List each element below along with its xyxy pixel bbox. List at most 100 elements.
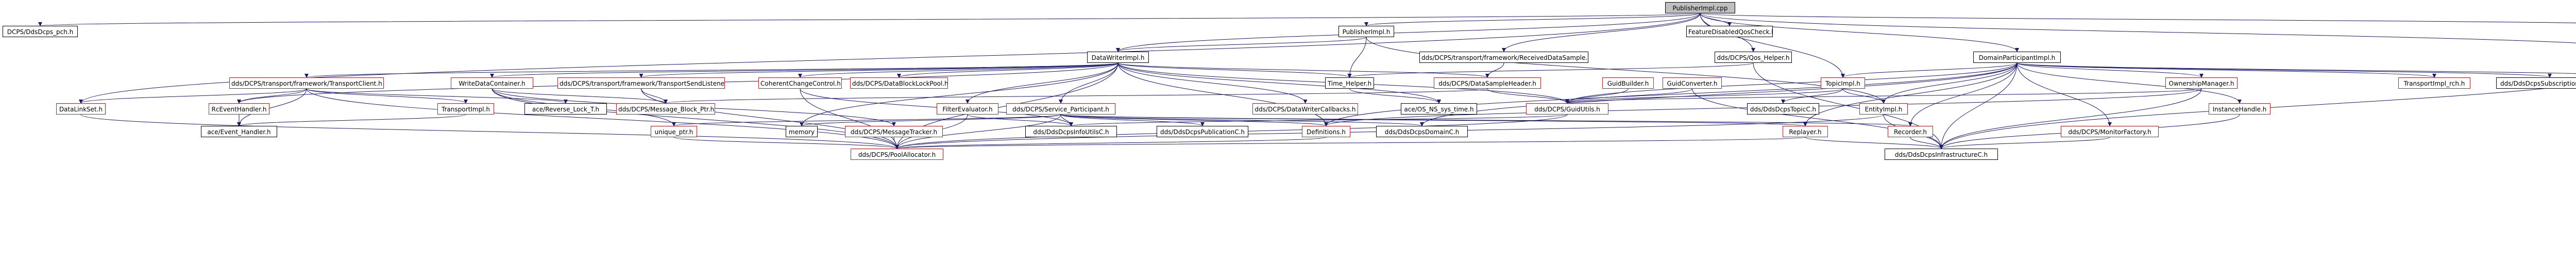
edge-datawriterimpl_h-to-os_ns_sys_time: [1117, 62, 1441, 104]
header-node-replayer[interactable]: Replayer.h: [1783, 126, 1828, 137]
edge-datasampleheader-to-guidutils: [1487, 88, 1569, 104]
edge-datawriterimpl_h-to-datablocklockpool: [897, 62, 1118, 78]
header-node-receiveddatasample[interactable]: dds/DCPS/transport/framework/ReceivedDat…: [1419, 52, 1588, 63]
header-node-reverse-lock[interactable]: ace/Reverse_Lock_T.h: [524, 103, 607, 115]
header-node-writedatacontainer[interactable]: WriteDataContainer.h: [451, 77, 533, 89]
edge-topicimpl-to-ddsdcpstopicc: [1781, 88, 1843, 104]
edge-domainparticipantimpl-to-ownershipmanager: [2016, 62, 2204, 78]
header-node-service-participant[interactable]: dds/DCPS/Service_Participant.h: [1006, 103, 1115, 115]
header-node-qos-helper[interactable]: dds/DCPS/Qos_Helper.h: [1715, 52, 1792, 63]
edge-datawriterimpl_h-to-datawritercallbacks: [1117, 62, 1308, 104]
edge-service_participant-to-memory: [800, 114, 1061, 126]
edge-datawriterimpl_h-to-writedatacontainer: [490, 62, 1118, 78]
edge-guidconverter-to-infrastructurec: [1692, 88, 1943, 149]
header-node-message-block-ptr[interactable]: dds/DCPS/Message_Block_Ptr.h: [616, 103, 715, 115]
edge-datawriterimpl_h-to-transportsendlistener: [639, 62, 1118, 78]
header-node-domainparticipantimpl[interactable]: DomainParticipantImpl.h: [1973, 52, 2061, 63]
edge-receiveddatasample-to-datasampleheader: [1485, 62, 1504, 78]
edge-qos_helper-to-time_helper: [1347, 62, 1754, 78]
header-node-datablocklockpool[interactable]: dds/DCPS/DataBlockLockPool.h: [850, 77, 948, 89]
edge-guidbuilder-to-guidutils: [1565, 88, 1629, 104]
header-node-monitorfactory[interactable]: dds/DCPS/MonitorFactory.h: [2061, 126, 2159, 137]
header-node-messagetracker[interactable]: dds/DCPS/MessageTracker.h: [845, 126, 943, 137]
header-node-publisherimpl-h[interactable]: PublisherImpl.h: [1338, 26, 1394, 37]
header-node-publisherimpl-cpp[interactable]: PublisherImpl.cpp: [1665, 2, 1735, 13]
edge-service_participant-to-publicationc: [1060, 114, 1205, 126]
header-node-transportimpl-rch[interactable]: TransportImpl_rch.h: [2398, 77, 2470, 89]
header-node-definitions[interactable]: Definitions.h: [1302, 126, 1350, 137]
edge-topicimpl-to-guidutils: [1565, 88, 1843, 104]
edge-domainparticipantimpl-to-replayer: [1803, 62, 2018, 126]
header-node-poolallocator[interactable]: dds/DCPS/PoolAllocator.h: [851, 149, 943, 160]
edge-replayer-to-poolallocator: [895, 137, 1806, 149]
header-node-unique-ptr[interactable]: unique_ptr.h: [651, 126, 697, 137]
edge-service_participant-to-definitions: [1060, 114, 1328, 126]
header-node-instancehandle[interactable]: InstanceHandle.h: [2209, 103, 2270, 115]
header-node-subscriptionext[interactable]: dds/DdsDcpsSubscriptionExtC.h: [2496, 77, 2576, 89]
header-node-featuredisabled[interactable]: FeatureDisabledQosCheck.h: [1686, 26, 1773, 37]
edge-publisherimpl_cpp-to-datalinkset: [79, 13, 1701, 104]
edge-transportclient-to-datalinkset: [79, 88, 307, 104]
header-node-transportsendlistener[interactable]: dds/DCPS/transport/framework/TransportSe…: [557, 77, 725, 89]
header-node-recorder[interactable]: Recorder.h: [1888, 126, 1933, 137]
edge-transportclient-to-ace_event_handler: [237, 88, 307, 126]
header-node-time-helper[interactable]: Time_Helper.h: [1325, 77, 1374, 89]
edge-transportclient-to-reverse_lock: [306, 88, 568, 104]
header-node-ddsdcpsinfoutilsc[interactable]: dds/DdsDcpsInfoUtilsC.h: [1025, 126, 1117, 137]
header-node-os-ns-sys-time[interactable]: ace/OS_NS_sys_time.h: [1401, 103, 1477, 115]
header-node-datasampleheader[interactable]: dds/DCPS/DataSampleHeader.h: [1434, 77, 1541, 89]
header-node-dcps-pch[interactable]: DCPS/DdsDcps_pch.h: [3, 26, 78, 37]
edge-filterevaluator-to-ddsdcpsinfoutilsc: [967, 114, 1073, 126]
edge-publisherimpl_cpp-to-datawriterimpl_h: [1116, 13, 1701, 52]
edge-domainparticipantimpl-to-monitorfactory: [2016, 62, 2112, 126]
header-node-publicationc[interactable]: dds/DdsDcpsPublicationC.h: [1157, 126, 1248, 137]
edge-domainparticipantimpl-to-infrastructurec: [1939, 62, 2018, 149]
header-node-coherentchangecontrol[interactable]: CoherentChangeControl.h: [758, 77, 842, 89]
edge-datawriterimpl_h-to-transportclient: [304, 62, 1118, 78]
edge-monitorfactory-to-infrastructurec: [1939, 137, 2110, 149]
header-node-datawritercallbacks[interactable]: dds/DCPS/DataWriterCallbacks.h: [1252, 103, 1358, 115]
edge-publisherimpl_h-to-entityimpl: [1366, 37, 1886, 104]
edge-domainparticipantimpl-to-definitions: [1324, 62, 2018, 126]
edge-guidutils-to-ddsdcpsinfoutilsc: [1069, 114, 1568, 126]
edge-datawriterimpl_h-to-coherentchangecontrol: [798, 62, 1118, 78]
edge-publisherimpl_cpp-to-tao_debug: [1700, 13, 2576, 23]
edge-service_participant-to-domainc: [1060, 114, 1424, 126]
edge-transportclient-to-transportimpl: [306, 88, 468, 104]
header-node-ddsdcpstopicc[interactable]: dds/DdsDcpsTopicC.h: [1747, 103, 1819, 115]
edge-time_helper-to-os_ns_sys_time: [1349, 88, 1441, 104]
edge-publisherimpl_cpp-to-featuredisabled: [1700, 13, 1732, 26]
edge-publisherimpl_cpp-to-domainparticipantimpl: [1700, 13, 2019, 52]
header-node-rcventhandler[interactable]: RcEventHandler.h: [209, 103, 269, 115]
edge-writedatacontainer-to-poolallocator: [492, 88, 899, 149]
edge-domainparticipantimpl-to-transportimpl_rch: [2016, 62, 2436, 78]
edge-transportsendlistener-to-poolallocator: [641, 88, 899, 149]
header-node-guidbuilder[interactable]: GuidBuilder.h: [1602, 77, 1654, 89]
header-node-ace-event-handler[interactable]: ace/Event_Handler.h: [201, 126, 277, 137]
edge-transportsendlistener-to-message_block_ptr: [641, 88, 668, 104]
header-node-entityimpl[interactable]: EntityImpl.h: [1859, 103, 1908, 115]
edge-domainparticipantimpl-to-recorder: [1908, 62, 2018, 126]
header-node-datawriterimpl-h[interactable]: DataWriterImpl.h: [1087, 52, 1149, 63]
edge-service_participant-to-unique_ptr: [672, 114, 1061, 126]
edge-datawriterimpl_h-to-filterevaluator: [965, 62, 1118, 104]
header-node-transportimpl[interactable]: TransportImpl.h: [437, 103, 494, 115]
header-node-infrastructurec[interactable]: dds/DdsDcpsInfrastructureC.h: [1885, 149, 1998, 160]
header-node-guidconverter[interactable]: GuidConverter.h: [1663, 77, 1722, 89]
edge-datasampleheader-to-message_block_ptr: [664, 88, 1488, 104]
edge-publisherimpl_cpp-to-publisherimpl_h: [1364, 13, 1701, 26]
header-node-filterevaluator[interactable]: FilterEvaluator.h: [937, 103, 998, 115]
edge-publisherimpl_cpp-to-dcps_pch: [39, 13, 1701, 26]
edge-marked_default_qos-to-infrastructurec: [1939, 85, 2576, 149]
header-node-transportclient[interactable]: dds/DCPS/transport/framework/TransportCl…: [229, 77, 384, 89]
edge-publisherimpl_cpp-to-topicimpl: [1700, 13, 1845, 78]
header-node-topicimpl[interactable]: TopicImpl.h: [1821, 77, 1865, 89]
edge-ownershipmanager-to-infrastructurec: [1939, 88, 2202, 149]
header-node-domainc[interactable]: dds/DdsDcpsDomainC.h: [1376, 126, 1468, 137]
header-node-ownershipmanager[interactable]: OwnershipManager.h: [2165, 77, 2238, 89]
edge-datalinkset-to-poolallocator: [80, 114, 899, 149]
header-node-datalinkset[interactable]: DataLinkSet.h: [56, 103, 106, 115]
header-node-memory[interactable]: memory: [786, 126, 818, 137]
header-node-guidutils[interactable]: dds/DCPS/GuidUtils.h: [1526, 103, 1608, 115]
